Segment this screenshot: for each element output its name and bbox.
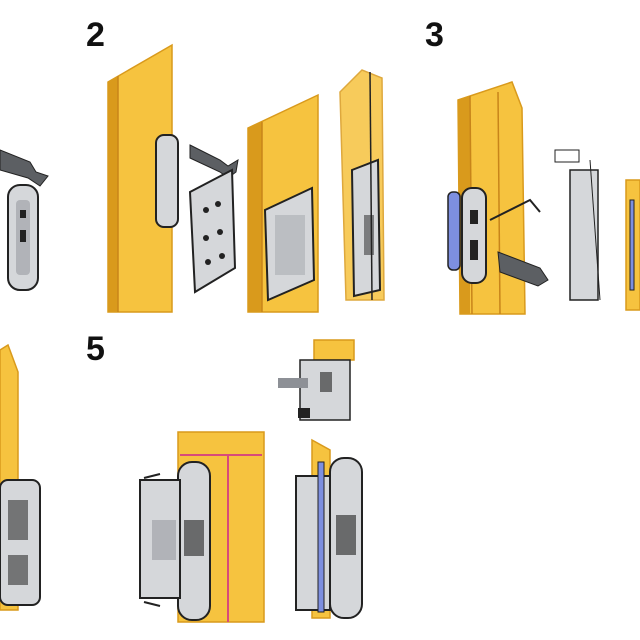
detail-panel	[569, 169, 599, 301]
step-2-illustration	[107, 43, 385, 313]
step-2-number: 2	[86, 16, 105, 54]
step-4-illustration	[0, 343, 41, 611]
step-1-illustration	[0, 149, 49, 291]
recess-plate	[155, 134, 179, 228]
insert-arrow	[0, 149, 49, 187]
lock-body	[0, 479, 41, 606]
step-5-number: 5	[86, 330, 105, 368]
step-3-number: 3	[425, 16, 444, 54]
installed-plate	[263, 186, 316, 302]
mounting-plate	[188, 168, 237, 294]
top-detail-bar	[278, 378, 308, 388]
blue-seal	[447, 191, 461, 271]
step-3-illustration	[447, 81, 640, 315]
top-detail-wood	[313, 339, 355, 361]
step-5-illustration	[139, 339, 363, 623]
insert-arrow	[189, 144, 239, 179]
screw	[489, 198, 541, 221]
mounted-lock	[461, 187, 487, 284]
insert-arrow	[497, 251, 549, 287]
